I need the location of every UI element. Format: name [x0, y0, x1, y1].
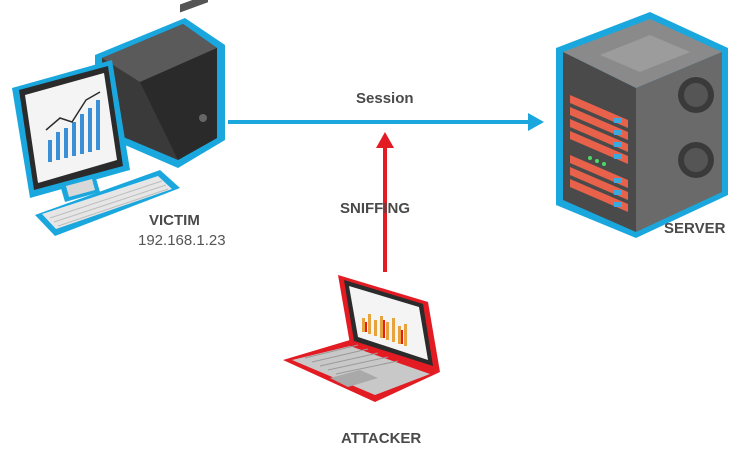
sniffing-arrow: [376, 132, 394, 272]
laptop-icon: [283, 275, 440, 402]
server-tower-icon: [556, 12, 728, 238]
victim-ip: 192.168.1.23: [138, 232, 226, 249]
session-label: Session: [356, 90, 414, 107]
sniffing-label: SNIFFING: [340, 200, 410, 217]
victim-label: VICTIM: [149, 212, 200, 229]
server-label: SERVER: [664, 220, 726, 237]
attacker-label: ATTACKER: [341, 430, 422, 447]
session-arrow: [228, 113, 544, 131]
desktop-computer-icon: [12, 0, 225, 236]
